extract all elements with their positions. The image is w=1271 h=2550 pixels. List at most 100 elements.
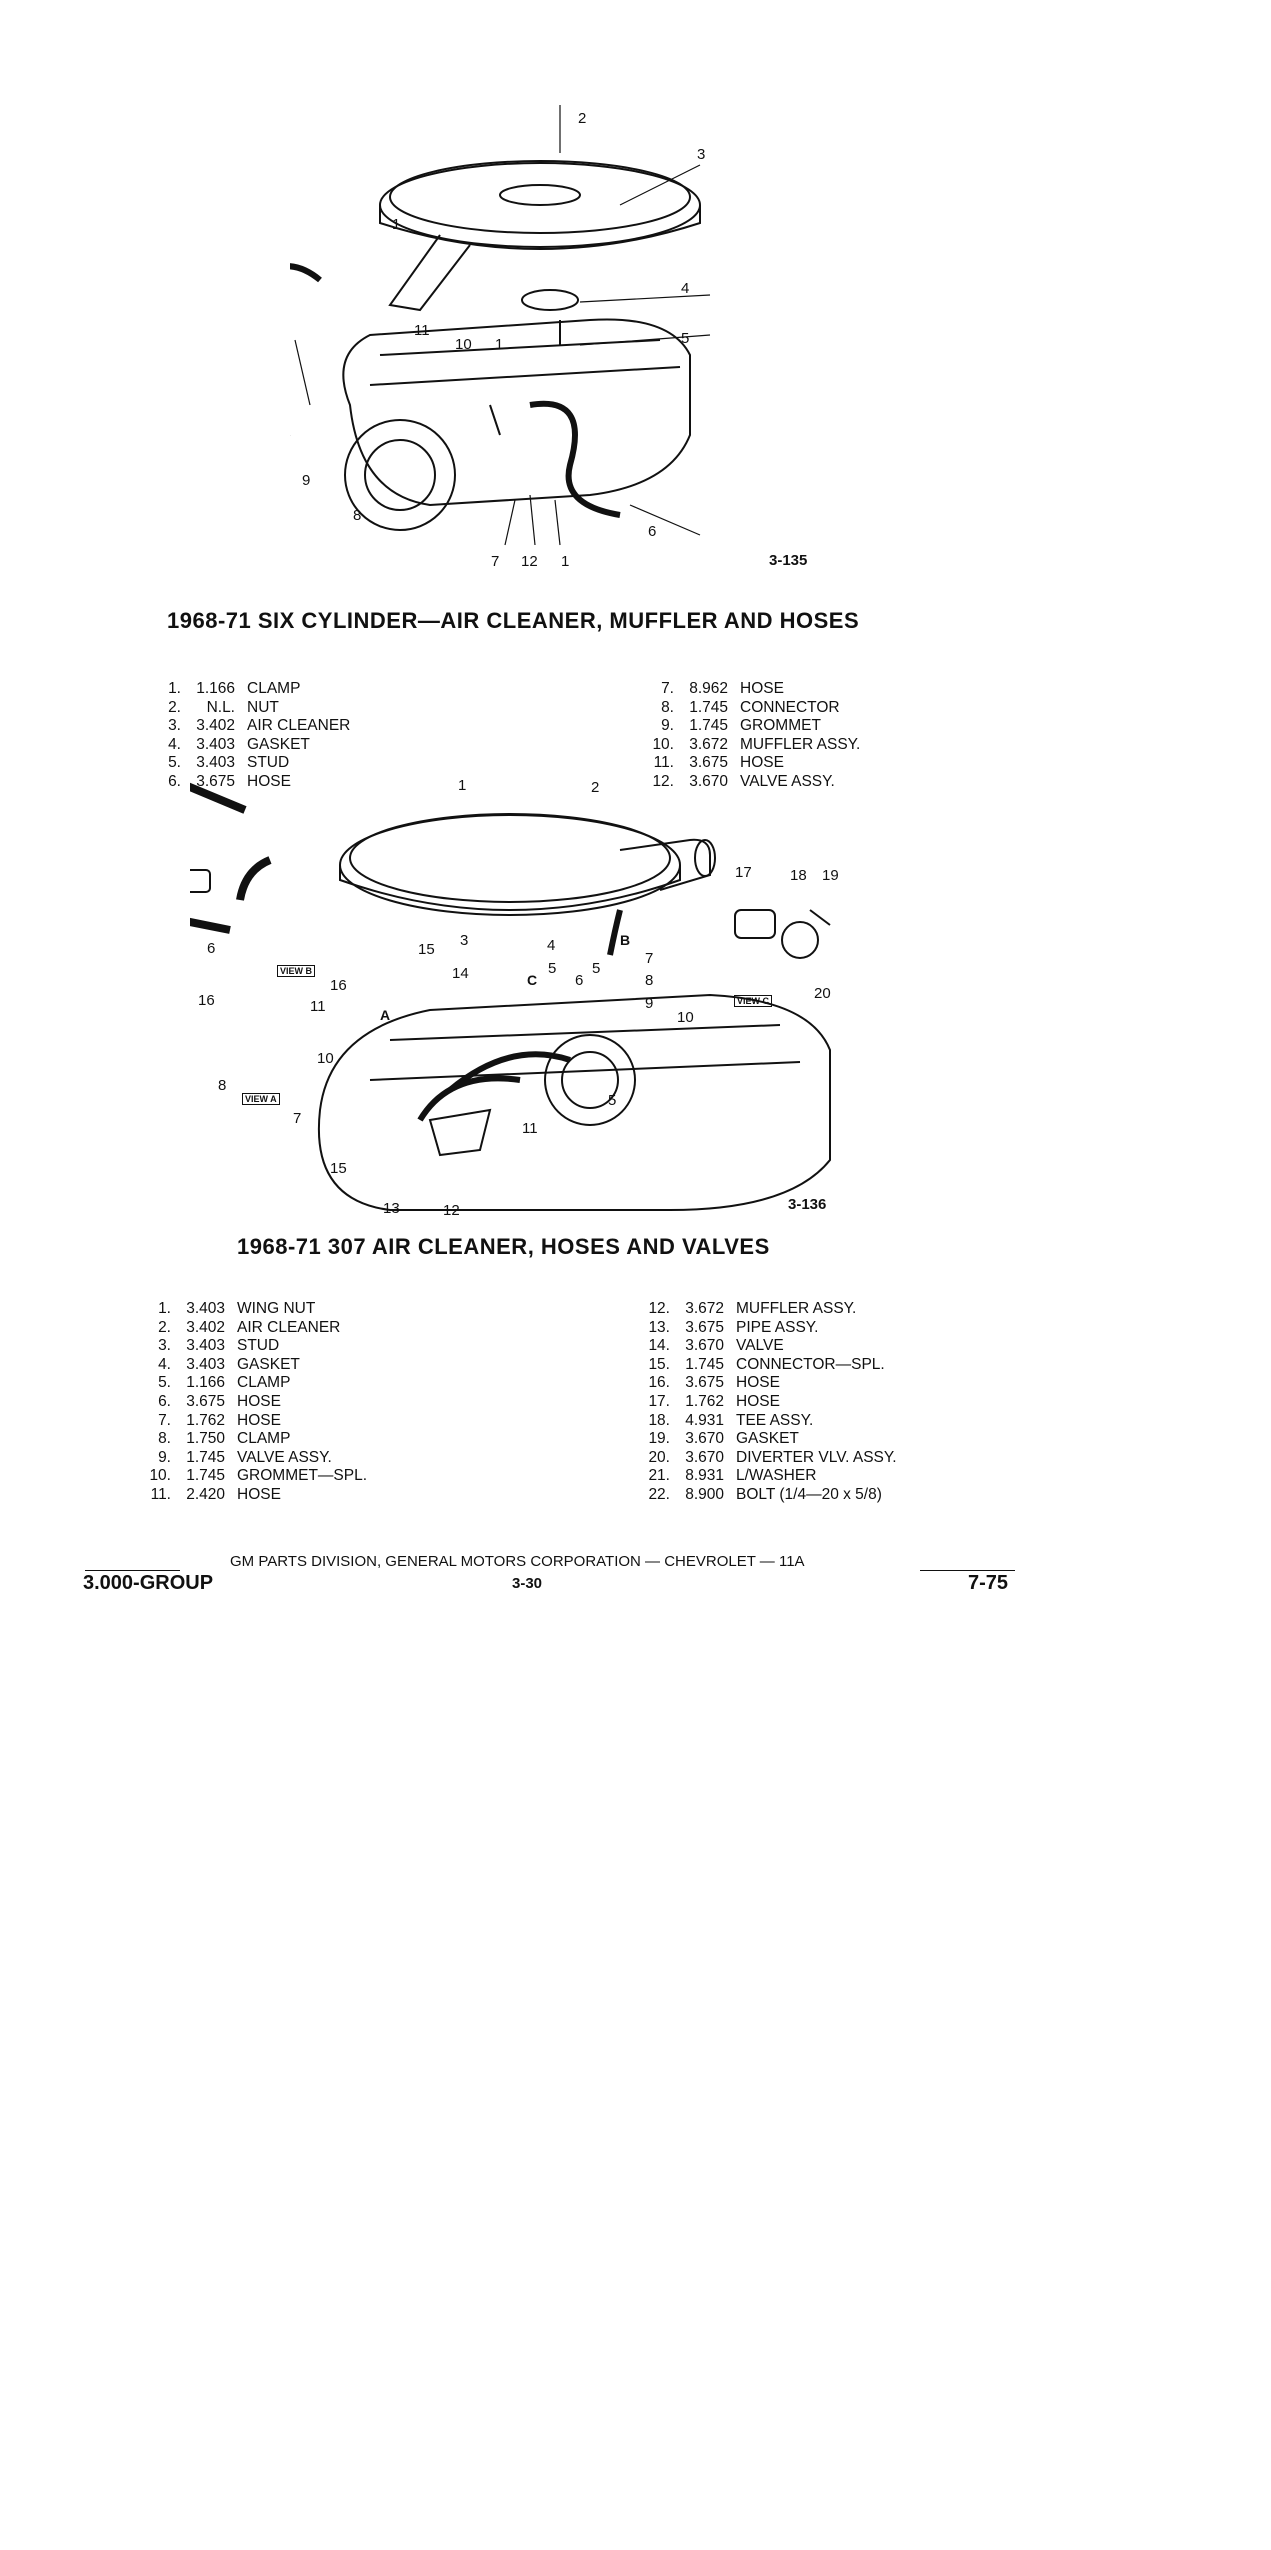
- fig2-callout-4: 4: [547, 937, 556, 954]
- view-a-label: VIEW A: [242, 1093, 280, 1105]
- fig2-callout-7: 7: [645, 950, 654, 967]
- fig2-callout-10: 10: [677, 1009, 694, 1026]
- fig2-callout-5b: 5: [592, 960, 601, 977]
- footer-group: 3.000-GROUP: [83, 1572, 214, 1594]
- footer-rule-right: [920, 1570, 1015, 1571]
- fig1-callout-5: 5: [681, 330, 690, 347]
- view-c-label: VIEW C: [734, 995, 773, 1007]
- fig2-callout-15: 16: [330, 977, 347, 994]
- fig2-callout-13: 13: [383, 1200, 400, 1217]
- fig1-callout-4: 4: [681, 280, 690, 297]
- letter-c: C: [527, 972, 538, 988]
- fig1-callout-3: 3: [697, 146, 706, 163]
- fig1-callout-8: 8: [353, 507, 362, 524]
- fig1-callout-6: 6: [648, 523, 657, 540]
- footer-publisher: GM PARTS DIVISION, GENERAL MOTORS CORPOR…: [230, 1553, 805, 1570]
- fig2-callout-3: 3: [460, 932, 469, 949]
- fig2-callout-8b: 8: [218, 1077, 227, 1094]
- fig2-callout-6b: 6: [207, 940, 216, 957]
- fig2-callout-7b: 7: [293, 1110, 302, 1127]
- view-b-label: VIEW B: [277, 965, 316, 977]
- fig1-callout-7: 7: [491, 553, 500, 570]
- fig2-callout-6: 6: [575, 972, 584, 989]
- fig2-callout-9: 9: [645, 995, 654, 1012]
- fig1-callout-1: 1: [392, 216, 401, 233]
- fig2-callout-8: 8: [645, 972, 654, 989]
- fig1-callout-9: 9: [302, 472, 311, 489]
- fig1-callout-10: 10: [455, 336, 472, 353]
- fig2-callout-17: 15: [418, 941, 435, 958]
- letter-a: A: [380, 1007, 391, 1023]
- fig2-callout-16: 14: [452, 965, 469, 982]
- section2-title: 1968-71 307 AIR CLEANER, HOSES AND VALVE…: [237, 1234, 770, 1259]
- fig1-callout-1b: 1: [495, 336, 504, 353]
- fig2-callout-22: 20: [814, 985, 831, 1002]
- footer-rule-left: [85, 1570, 180, 1571]
- fig2-callout-21: 19: [822, 867, 839, 884]
- fig1-callout-12: 12: [521, 553, 538, 570]
- section1-title: 1968-71 SIX CYLINDER—AIR CLEANER, MUFFLE…: [167, 608, 860, 633]
- list-item: 2.N.L.NUT: [168, 698, 279, 716]
- fig2-callout-19: 17: [735, 864, 752, 881]
- fig2-callout-11: 11: [310, 998, 326, 1015]
- six-cylinder-exploded-illustration: [204, 105, 711, 546]
- fig2-callout-11b: 11: [522, 1120, 538, 1137]
- figure1-code: 3-135: [769, 552, 808, 569]
- fig2-callout-5: 5: [548, 960, 557, 977]
- fig1-callout-11: 11: [414, 322, 430, 339]
- fig2-callout-2: 2: [591, 779, 600, 796]
- figure-307-v8: [179, 780, 890, 1230]
- v8-exploded-illustration: [179, 781, 831, 1211]
- figure2-code: 3-136: [788, 1196, 827, 1213]
- fig2-callout-18: 16: [198, 992, 215, 1009]
- fig2-callout-12: 12: [443, 1202, 460, 1219]
- fig1-callout-1c: 1: [561, 553, 570, 570]
- fig2-callout-1: 1: [458, 777, 467, 794]
- fig2-callout-14: 15: [330, 1160, 347, 1177]
- letter-b: B: [620, 932, 631, 948]
- fig2-callout-20: 18: [790, 867, 807, 884]
- fig2-callout-10b: 10: [317, 1050, 334, 1067]
- fig1-callout-2: 2: [578, 110, 587, 127]
- fig2-callout-5c: 5: [608, 1092, 617, 1109]
- footer-page-number: 3-30: [512, 1575, 543, 1592]
- figure-six-cylinder: [204, 105, 830, 575]
- footer-date: 7-75: [968, 1572, 1009, 1594]
